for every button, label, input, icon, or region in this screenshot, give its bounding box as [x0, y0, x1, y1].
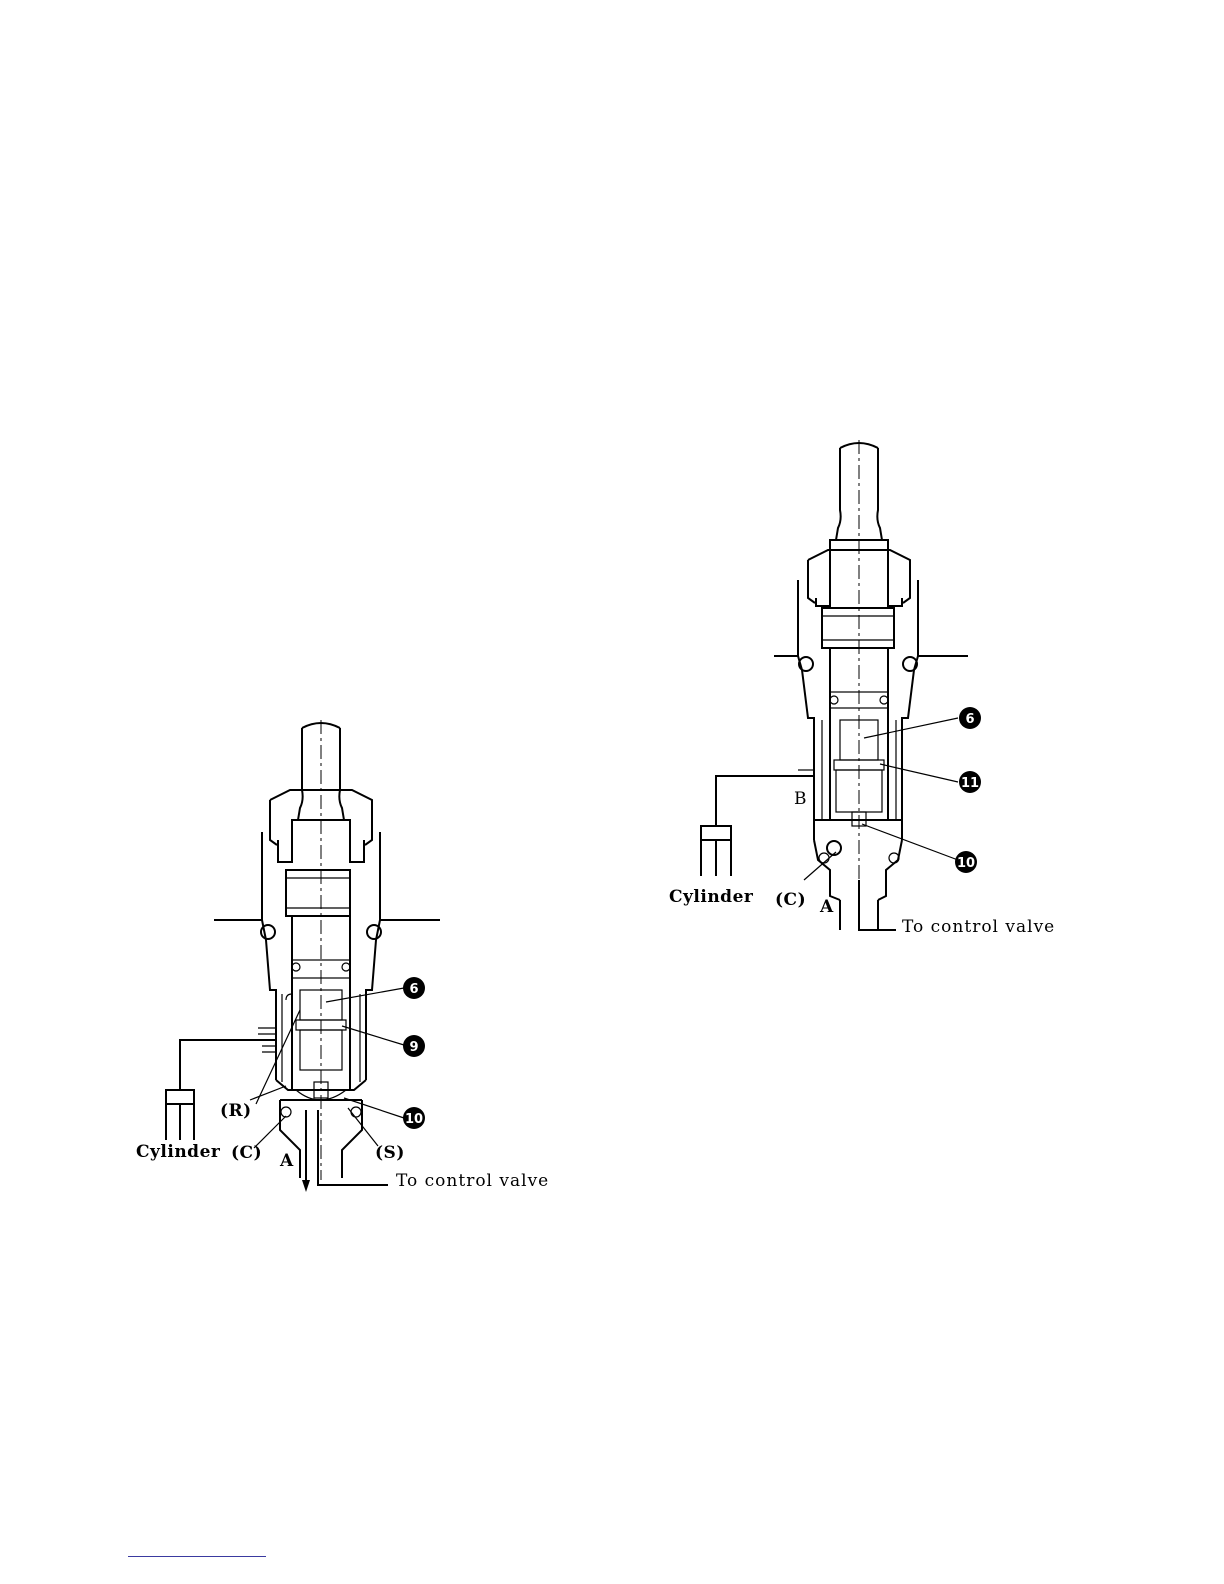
left-callout-6: 6 — [403, 977, 425, 999]
right-callout-6: 6 — [959, 707, 981, 729]
right-label-c: (C) — [775, 890, 806, 910]
left-label-c: (C) — [231, 1143, 262, 1163]
right-callout-11: 11 — [959, 771, 981, 793]
right-cylinder-symbol — [701, 770, 814, 876]
right-leaders — [804, 718, 958, 880]
left-callout-10: 10 — [403, 1107, 425, 1129]
left-callout-9: 9 — [403, 1035, 425, 1057]
right-callout-10: 10 — [955, 851, 977, 873]
svg-text:10: 10 — [405, 1112, 423, 1127]
svg-text:10: 10 — [957, 856, 975, 871]
svg-text:6: 6 — [965, 712, 974, 727]
right-valve-drawing — [774, 440, 968, 932]
left-leaders — [250, 988, 404, 1148]
left-label-s: (S) — [375, 1143, 405, 1163]
right-label-a: A — [819, 897, 834, 917]
svg-text:6: 6 — [409, 982, 418, 997]
right-label-to-control-valve: To control valve — [902, 917, 1055, 937]
left-label-r: (R) — [220, 1101, 252, 1121]
footer-link-rule — [128, 1556, 266, 1557]
left-label-a: A — [279, 1151, 294, 1171]
right-label-cylinder: Cylinder — [669, 887, 754, 907]
left-label-cylinder: Cylinder — [136, 1142, 221, 1162]
svg-text:11: 11 — [961, 776, 979, 791]
svg-text:9: 9 — [409, 1040, 418, 1055]
right-label-b: B — [794, 789, 808, 809]
left-cylinder-symbol — [166, 1040, 276, 1140]
left-label-to-control-valve: To control valve — [396, 1171, 549, 1191]
